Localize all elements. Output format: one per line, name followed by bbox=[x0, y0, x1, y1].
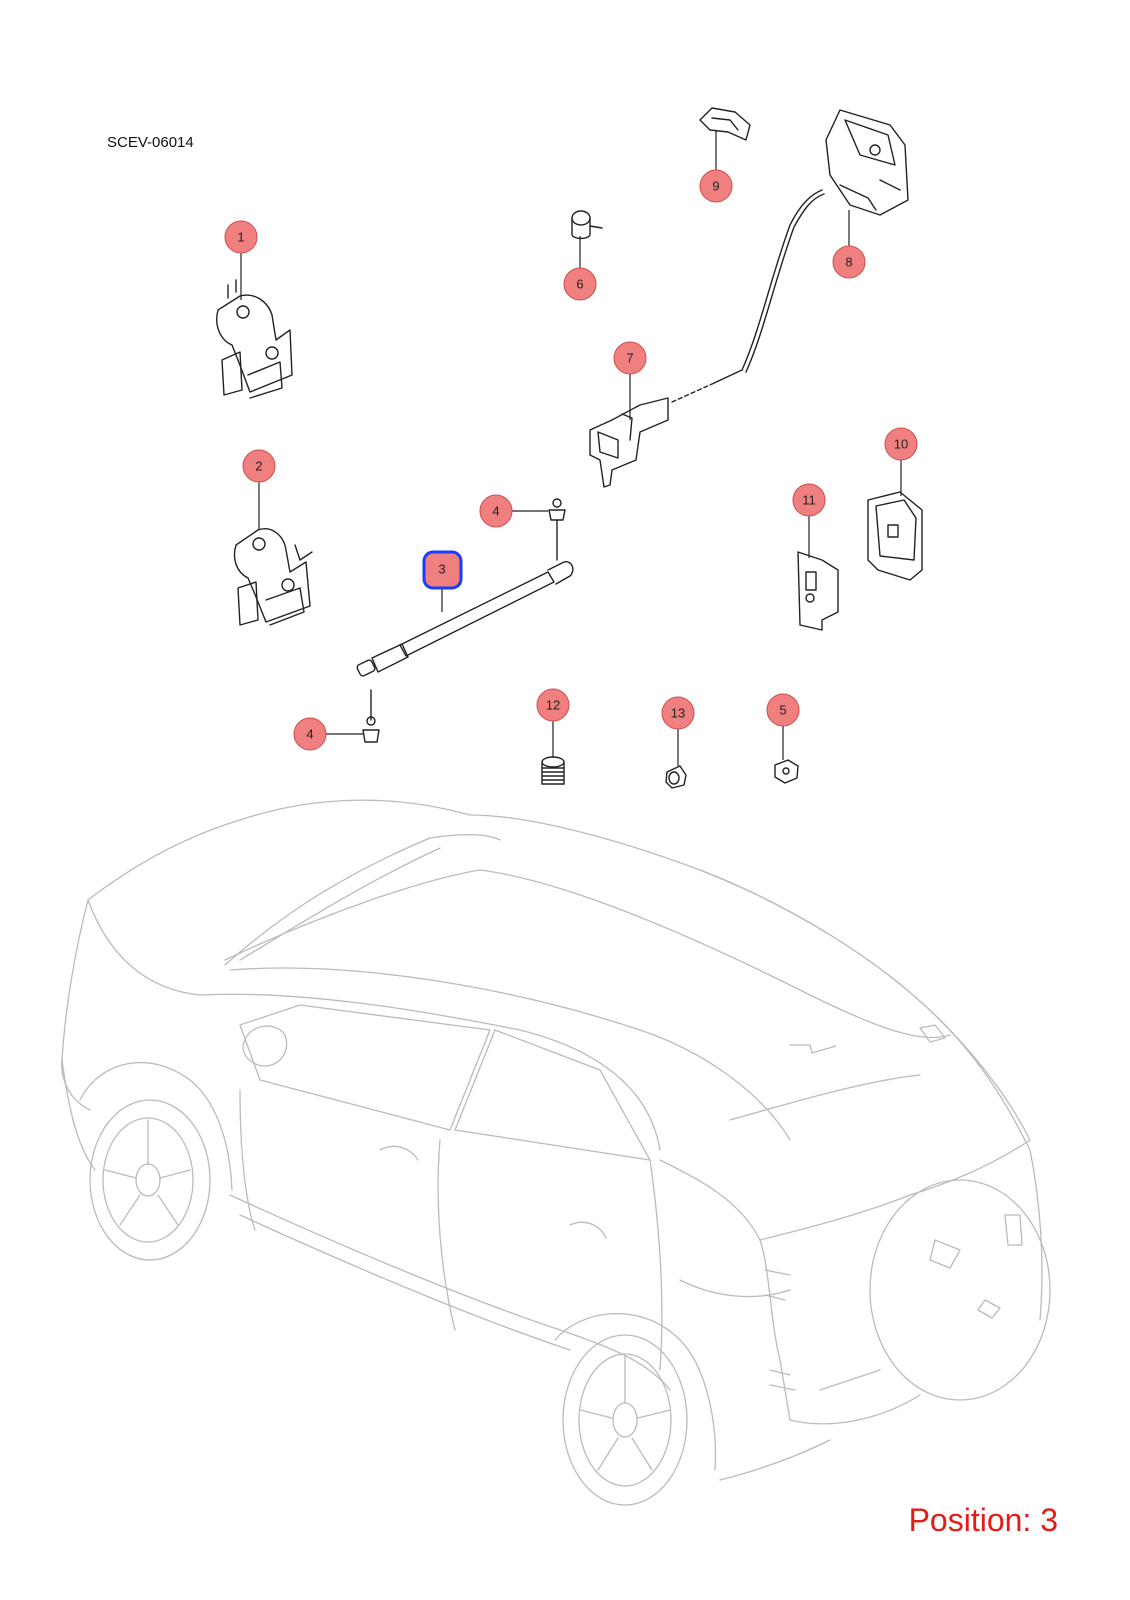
part-4-ball-stud-lower bbox=[362, 689, 380, 743]
part-1-hinge-upper bbox=[216, 279, 293, 399]
vehicle-outline bbox=[61, 799, 1051, 1506]
callout-3-selected[interactable]: 3 bbox=[422, 550, 463, 590]
callout-6-label: 6 bbox=[576, 277, 583, 292]
callout-1[interactable]: 1 bbox=[224, 220, 258, 254]
part-8-lock-actuator bbox=[825, 109, 909, 216]
part-5-nut bbox=[774, 759, 799, 784]
callout-1-label: 1 bbox=[237, 230, 244, 245]
callout-10[interactable]: 10 bbox=[884, 427, 918, 461]
callout-11-label: 11 bbox=[802, 493, 816, 508]
callout-13-label: 13 bbox=[671, 706, 685, 721]
callout-6[interactable]: 6 bbox=[563, 267, 597, 301]
callout-4-lower[interactable]: 4 bbox=[293, 717, 327, 751]
callout-8[interactable]: 8 bbox=[832, 245, 866, 279]
callout-3-label: 3 bbox=[438, 562, 445, 577]
callout-7-label: 7 bbox=[626, 351, 633, 366]
callout-12[interactable]: 12 bbox=[536, 688, 570, 722]
callout-10-label: 10 bbox=[894, 437, 908, 452]
callout-5-label: 5 bbox=[779, 703, 786, 718]
callout-2[interactable]: 2 bbox=[242, 449, 276, 483]
part-3-gas-strut bbox=[356, 561, 574, 677]
part-6-bumper-stop bbox=[571, 210, 603, 240]
position-indicator: Position: 3 bbox=[908, 1502, 1058, 1538]
callout-11[interactable]: 11 bbox=[792, 483, 826, 517]
callout-9-label: 9 bbox=[712, 179, 719, 194]
release-cable bbox=[741, 189, 823, 371]
part-7-latch bbox=[589, 369, 743, 488]
callout-4-upper-label: 4 bbox=[492, 504, 499, 519]
callout-9[interactable]: 9 bbox=[699, 169, 733, 203]
callout-5[interactable]: 5 bbox=[766, 693, 800, 727]
part-12-bushing bbox=[541, 756, 565, 785]
leader-lines bbox=[240, 130, 902, 766]
callout-8-label: 8 bbox=[845, 255, 852, 270]
callout-4-upper[interactable]: 4 bbox=[479, 494, 513, 528]
part-10-lock-housing bbox=[867, 491, 923, 581]
callout-7[interactable]: 7 bbox=[613, 341, 647, 375]
part-4-ball-stud-upper bbox=[548, 498, 566, 561]
callout-4-lower-label: 4 bbox=[306, 727, 313, 742]
callout-12-label: 12 bbox=[546, 698, 560, 713]
callout-2-label: 2 bbox=[255, 459, 262, 474]
part-2-hinge-lower bbox=[233, 528, 313, 626]
diagram-code: SCEV-06014 bbox=[107, 134, 194, 151]
part-13-grommet bbox=[665, 765, 687, 789]
part-11-striker bbox=[797, 551, 839, 631]
callout-13[interactable]: 13 bbox=[661, 696, 695, 730]
part-9-bracket bbox=[699, 107, 751, 141]
